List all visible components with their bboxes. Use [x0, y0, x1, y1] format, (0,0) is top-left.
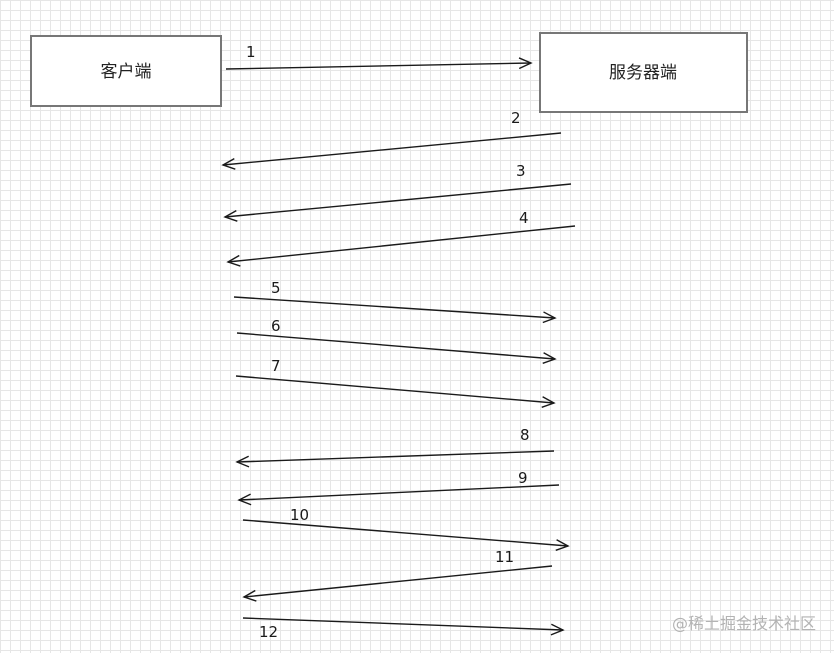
message-12-label: 12: [259, 623, 278, 641]
message-7-label: 7: [271, 357, 281, 375]
message-8-line: [236, 450, 555, 463]
message-5-label: 5: [271, 279, 281, 297]
server-node[interactable]: 服务器端: [539, 32, 748, 113]
message-10-arrowhead: [555, 539, 570, 551]
message-12-line: [242, 617, 564, 631]
watermark-text: @稀土掘金技术社区: [672, 614, 816, 633]
message-9-arrowhead: [237, 493, 252, 506]
message-8-arrowhead: [235, 455, 250, 468]
message-2[interactable]: 2: [221, 109, 562, 170]
message-8-label: 8: [520, 426, 530, 444]
message-6[interactable]: 6: [236, 317, 557, 364]
message-1-arrowhead: [518, 57, 533, 70]
message-4[interactable]: 4: [226, 209, 576, 267]
message-6-arrowhead: [542, 352, 557, 364]
message-11-arrowhead: [242, 589, 257, 602]
message-2-label: 2: [511, 109, 521, 127]
message-5-arrowhead: [542, 311, 557, 324]
message-11-label: 11: [495, 548, 514, 566]
message-10-label: 10: [290, 506, 309, 524]
message-9[interactable]: 9: [237, 469, 560, 506]
message-6-line: [236, 332, 556, 360]
message-6-label: 6: [271, 317, 281, 335]
client-label: 客户端: [101, 62, 152, 82]
message-1[interactable]: 1: [225, 43, 533, 70]
message-5[interactable]: 5: [233, 279, 557, 324]
message-10[interactable]: 10: [242, 506, 570, 551]
message-12[interactable]: 12: [242, 617, 565, 641]
client-box: [30, 35, 222, 107]
client-node[interactable]: 客户端: [30, 35, 222, 107]
message-1-label: 1: [246, 43, 256, 61]
message-5-line: [233, 296, 556, 319]
message-11-line: [243, 565, 553, 598]
message-3-label: 3: [516, 162, 526, 180]
message-12-arrowhead: [550, 623, 565, 636]
message-4-label: 4: [519, 209, 529, 227]
message-1-line: [225, 62, 532, 70]
message-7[interactable]: 7: [235, 357, 556, 408]
message-9-label: 9: [518, 469, 528, 487]
message-3[interactable]: 3: [223, 162, 572, 222]
server-label: 服务器端: [609, 63, 677, 83]
message-10-line: [242, 519, 569, 547]
message-4-arrowhead: [226, 254, 241, 267]
message-3-arrowhead: [223, 209, 238, 222]
message-9-line: [238, 484, 560, 501]
message-7-line: [235, 375, 555, 404]
message-2-line: [222, 132, 562, 166]
message-11[interactable]: 11: [242, 548, 553, 602]
message-8[interactable]: 8: [235, 426, 555, 468]
message-3-line: [224, 183, 572, 218]
message-4-line: [227, 225, 576, 263]
message-7-arrowhead: [541, 396, 556, 408]
server-box: [539, 32, 748, 113]
messages-group: 1 2 3 4 5: [221, 43, 576, 641]
message-2-arrowhead: [221, 157, 236, 170]
